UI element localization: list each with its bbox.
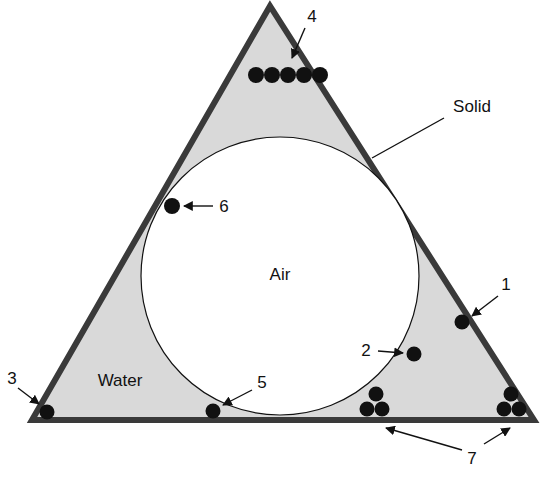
callout-number: 5 <box>257 374 266 391</box>
particles <box>40 67 527 420</box>
callout-number: 1 <box>501 276 510 293</box>
air-bubble <box>141 137 419 415</box>
region-label: Solid <box>453 98 491 115</box>
leader-lines <box>18 28 510 450</box>
region-label: Water <box>98 372 143 389</box>
callout-number: 2 <box>361 342 370 359</box>
solid-wall <box>32 6 534 420</box>
air-region: Air <box>141 137 419 415</box>
callout-number: 7 <box>467 450 476 467</box>
region-label: Air <box>270 266 291 283</box>
callout-number: 4 <box>307 8 316 25</box>
callout-number: 3 <box>7 370 16 387</box>
callout-number: 6 <box>219 198 228 215</box>
